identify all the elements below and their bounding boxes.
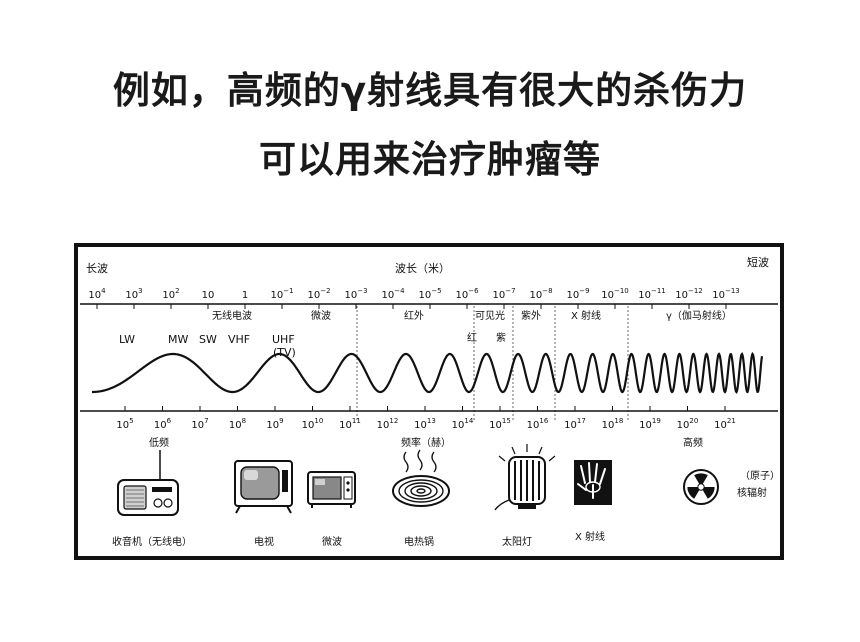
wavelength-tick-label: 10−1 bbox=[270, 287, 293, 301]
device-label-xray: X 射线 bbox=[575, 530, 605, 543]
frequency-tick-label: 109 bbox=[266, 417, 283, 431]
frequency-tick-label: 1015 bbox=[489, 417, 511, 431]
sub-label-tv: (TV) bbox=[273, 346, 296, 359]
wavelength-tick-label: 10−13 bbox=[712, 287, 740, 301]
frequency-tick-label: 1011 bbox=[339, 417, 361, 431]
frequency-tick-label: 1019 bbox=[639, 417, 661, 431]
wavelength-axis-label: 波长（米） bbox=[395, 262, 450, 275]
wavelength-tick-label: 10−12 bbox=[675, 287, 703, 301]
band-label-xray: X 射线 bbox=[571, 309, 601, 322]
xray-hand-icon bbox=[574, 460, 612, 505]
wavelength-tick-label: 1 bbox=[242, 290, 248, 301]
device-label-radio: 收音机（无线电） bbox=[112, 535, 192, 548]
frequency-tick-label: 1020 bbox=[677, 417, 699, 431]
frequency-axis-label: 频率（赫） bbox=[401, 436, 451, 449]
title-line-2: 可以用来治疗肿瘤等 bbox=[259, 138, 601, 181]
sub-label-vhf: VHF bbox=[228, 333, 250, 346]
wavelength-tick-label: 103 bbox=[125, 287, 142, 301]
device-label-sunlamp: 太阳灯 bbox=[502, 535, 532, 548]
wavelength-tick-label: 10−10 bbox=[601, 287, 629, 301]
radiation-icon bbox=[683, 469, 719, 505]
wavelength-tick-label: 10−8 bbox=[529, 287, 552, 301]
frequency-tick-label: 1016 bbox=[527, 417, 549, 431]
frequency-tick-label: 107 bbox=[191, 417, 208, 431]
title-line-1: 例如，高频的γ射线具有很大的杀伤力 bbox=[112, 69, 748, 112]
device-label-atom: （原子） bbox=[740, 470, 780, 482]
frequency-ruler: 105 106 107 108 109 1010 1011 1012 1013 1014 1015 1… bbox=[80, 406, 778, 431]
device-label-microwave: 微波 bbox=[322, 535, 342, 548]
frequency-tick-label: 1010 bbox=[302, 417, 324, 431]
wavelength-tick-label: 10−4 bbox=[381, 287, 405, 301]
high-frequency-label: 高频 bbox=[683, 436, 703, 449]
wavelength-tick-label: 104 bbox=[88, 287, 106, 301]
frequency-tick-label: 1021 bbox=[714, 417, 736, 431]
device-label-nuclear-radiation: 核辐射 bbox=[737, 486, 767, 499]
sub-label-lw: LW bbox=[119, 333, 135, 346]
device-label-tv: 电视 bbox=[254, 535, 274, 548]
spectrum-diagram-frame bbox=[74, 243, 784, 560]
wavelength-tick-label: 10−11 bbox=[638, 287, 666, 301]
low-frequency-label: 低频 bbox=[149, 436, 169, 449]
wavelength-tick-label: 10−5 bbox=[418, 287, 441, 301]
frequency-tick-label: 106 bbox=[154, 417, 172, 431]
band-label-infrared: 红外 bbox=[404, 309, 424, 322]
frequency-tick-label: 1014 bbox=[452, 417, 474, 431]
sub-label-red: 红 bbox=[467, 331, 477, 344]
short-wave-label: 短波 bbox=[747, 255, 769, 269]
band-label-radio: 无线电波 bbox=[212, 309, 252, 322]
wavelength-tick-label: 10−2 bbox=[307, 287, 330, 301]
wavelength-tick-label: 10−9 bbox=[566, 287, 589, 301]
frequency-tick-label: 108 bbox=[229, 417, 246, 431]
radio-icon bbox=[117, 450, 179, 516]
device-label-heater: 电热锅 bbox=[404, 535, 434, 548]
frequency-tick-label: 1018 bbox=[602, 417, 624, 431]
tv-icon bbox=[234, 460, 293, 514]
microwave-oven-icon bbox=[307, 471, 356, 508]
hot-plate-icon bbox=[392, 449, 450, 507]
frequency-tick-label: 1017 bbox=[564, 417, 586, 431]
band-label-visible: 可见光 bbox=[475, 309, 505, 322]
frequency-tick-label: 1013 bbox=[414, 417, 436, 431]
wave-curve bbox=[92, 351, 764, 394]
wavelength-tick-label: 10 bbox=[202, 290, 215, 301]
sub-label-sw: SW bbox=[199, 333, 217, 346]
frequency-tick-label: 105 bbox=[116, 417, 133, 431]
band-label-ultraviolet: 紫外 bbox=[521, 310, 541, 322]
wavelength-tick-label: 102 bbox=[162, 287, 179, 301]
wavelength-tick-label: 10−6 bbox=[455, 287, 479, 301]
sun-lamp-icon bbox=[494, 444, 556, 511]
wavelength-tick-label: 10−3 bbox=[344, 287, 367, 301]
sub-label-violet: 紫 bbox=[496, 332, 506, 344]
sub-label-uhf: UHF bbox=[272, 333, 295, 346]
band-label-gamma: γ（伽马射线） bbox=[666, 309, 732, 322]
wavelength-tick-label: 10−7 bbox=[492, 287, 515, 301]
long-wave-label: 长波 bbox=[86, 262, 108, 275]
band-label-microwave: 微波 bbox=[311, 309, 331, 322]
frequency-tick-label: 1012 bbox=[377, 417, 399, 431]
sub-label-mw: MW bbox=[168, 333, 188, 346]
